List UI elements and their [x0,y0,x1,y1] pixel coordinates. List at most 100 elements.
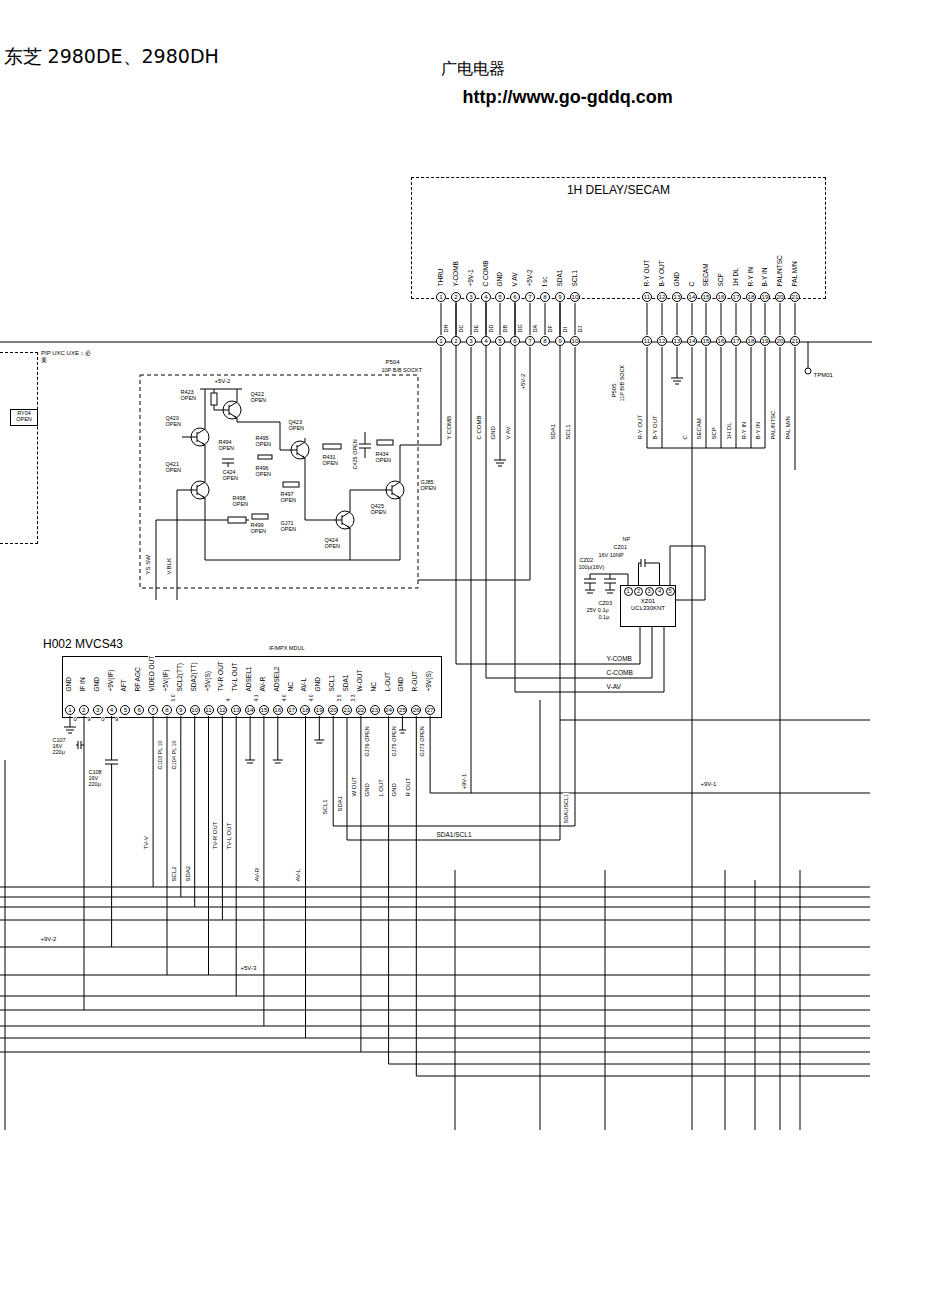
signal-label: PAL/NTSC [776,255,783,287]
signal-label: PAL M/N [785,416,792,440]
pin-number: 25 [397,705,407,715]
pin-number: 11 [204,705,214,715]
part-label: Q425 OPEN [370,504,393,516]
signal-label: C COMB [482,260,489,287]
pin-number: 21 [342,705,352,715]
signal-label: C425 OPEN [352,439,358,470]
pin-number: 17 [731,292,741,302]
signal-label: B-Y IN [761,267,768,287]
pin-number: 20 [328,705,338,715]
pin-number: 21 [790,292,800,302]
signal-label: 1H DL [726,422,733,440]
signal-label: AFT [120,679,127,692]
signal-label: R-OUT [411,670,418,692]
signal-label: ADSEL1 [245,666,252,692]
signal-label: W-OUT [356,669,363,692]
wire-part [323,444,341,449]
signal-label: IF IN [79,677,86,692]
wire-part [188,478,209,502]
wire-part [200,389,400,560]
pin-number: 13 [672,336,682,346]
pin-number: 9 [176,705,186,715]
text-label: 广电电器 [440,60,505,78]
text-label: TPM01 [813,372,833,379]
signal-label: SDA2 [185,865,192,882]
signal-label: TV-R OUT [217,661,224,692]
pin-number: 22 [356,705,366,715]
part-label: R496 OPEN [255,466,278,478]
signal-label: GND [391,783,398,797]
signal-label: SDA1 [550,423,557,440]
pin-number: 3 [645,587,654,596]
signal-label: f sc [541,276,548,287]
signal-label: DF [547,325,553,333]
signal-label: SCL1 [328,675,335,692]
signal-label: 4.1 [254,694,260,702]
signal-label: GND [673,272,680,287]
part-label: GJ71 OPEN [280,521,303,533]
signal-label: B-Y IN [755,421,762,440]
pin-number: 15 [701,292,711,302]
signal-label: +5V-2 [526,269,533,287]
wire-part [333,508,354,532]
pin-number: 19 [314,705,324,715]
pin-number: 3 [466,292,476,302]
signal-label: R-Y IN [741,421,748,440]
pin-number: 3 [93,705,103,715]
signal-label: THRU [437,268,444,287]
signal-label: DC [458,324,464,333]
signal-label: SCL1 [571,270,578,287]
signal-label: DB [502,324,508,333]
pip-region: PIP UXC UXE：必要RY04 OPEN [0,352,38,544]
edge-label: SDA1/SCL1 [436,831,472,838]
signal-label: GND [490,426,497,440]
signal-label: +5V(IF) [162,669,169,692]
signal-label: 5.0 [171,694,177,702]
pin-number: 5 [666,587,675,596]
part-label: Q423 OPEN [288,420,311,432]
signal-label: SDA1 [556,269,563,287]
pin-number: 26 [411,705,421,715]
signal-label: DI [562,327,568,334]
pin-number: 16 [716,336,726,346]
signal-label: +5V-2 [520,373,527,390]
wire-part [0,303,872,1130]
signal-label: P505 [611,383,618,398]
wire-part [306,716,325,1038]
pin-number: 19 [760,292,770,302]
signal-label: 11P B/B SOCK [619,364,625,402]
wire-part [647,347,765,448]
pin-number: 24 [384,705,394,715]
wire-part [222,459,234,467]
pin-number: 14 [245,705,255,715]
signal-label: SCP [717,273,724,287]
signal-label: C COMB [476,415,483,440]
signal-label: V AV [505,426,512,440]
node-text: PIP UXC UXE：必要 [41,350,91,364]
edge-label: Y-COMB [606,655,632,662]
signal-label: B-Y OUT [652,415,659,440]
part-label: R434 OPEN [375,452,398,464]
pin-number: 10 [570,336,580,346]
wire-part [288,438,309,462]
node-text: UCL330KNT [631,605,665,612]
signal-label: L-OUT [384,672,391,693]
signal-label: B-Y OUT [658,260,665,287]
text-label: +5V-3 [240,965,257,972]
part-label: R499 OPEN [250,523,273,535]
pin-number: 5 [495,336,505,346]
text-label: NP [622,536,631,542]
page-title: 东芝 2980DE、2980DH [3,46,219,67]
node-text: 1H DELAY/SECAM [567,184,670,198]
pin-number: 23 [370,705,380,715]
part-label: C424 OPEN [222,470,245,482]
signal-label: DA [532,324,538,333]
signal-label: SDA1 [342,674,349,692]
pin-number: 13 [231,705,241,715]
pin-number: 16 [716,292,726,302]
pin-number: 7 [148,705,158,715]
signal-connector [486,299,652,678]
text-label: P504 [385,359,400,366]
signal-label: DJ [577,325,583,333]
